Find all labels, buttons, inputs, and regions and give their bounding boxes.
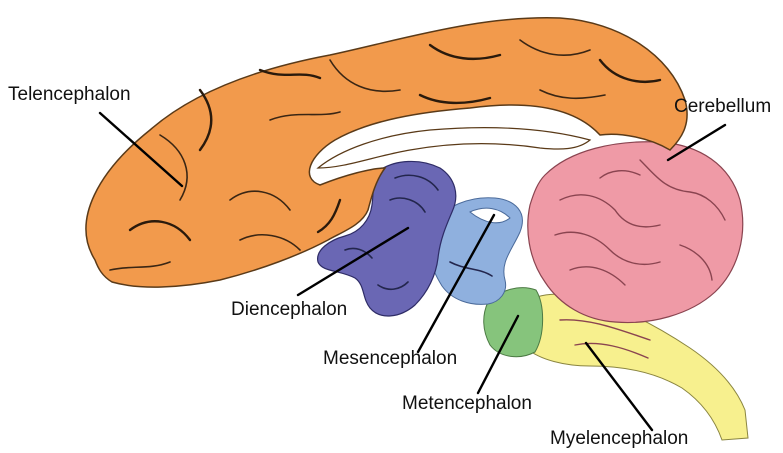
diencephalon-label: Diencephalon (231, 300, 347, 319)
telencephalon-label: Telencephalon (8, 85, 131, 104)
cerebellum-label: Cerebellum (674, 97, 771, 116)
metencephalon-label: Metencephalon (402, 394, 532, 413)
myelencephalon-label: Myelencephalon (550, 429, 688, 448)
cerebellum-region (528, 142, 743, 323)
mesencephalon-label: Mesencephalon (323, 349, 457, 368)
